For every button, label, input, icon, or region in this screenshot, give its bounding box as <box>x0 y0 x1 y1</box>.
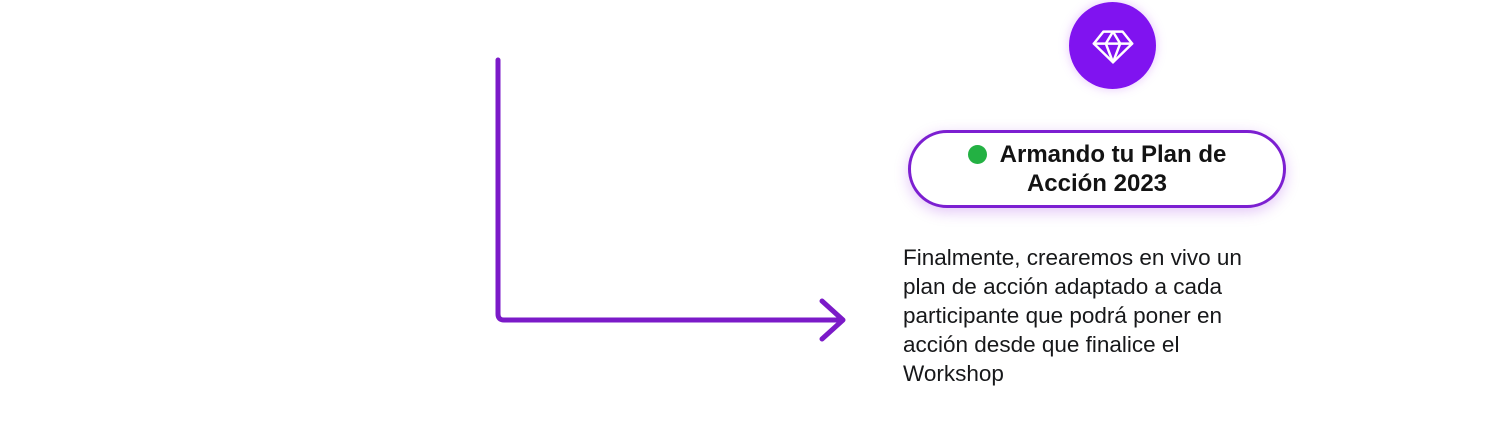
connector-arrow-shaft <box>495 57 844 323</box>
connector-arrow <box>495 57 846 342</box>
status-dot-icon <box>967 145 987 164</box>
milestone-badge-line1: Armando tu Plan de <box>967 140 1227 169</box>
milestone-title-line2: Acción 2023 <box>1026 170 1168 197</box>
gem-icon <box>1092 29 1133 64</box>
connector-arrowhead-icon <box>819 298 846 342</box>
milestone-title-line1: Armando tu Plan de <box>999 141 1227 168</box>
milestone-marker <box>1069 2 1156 89</box>
milestone-description: Finalmente, crearemos en vivo un plan de… <box>903 245 1242 386</box>
milestone-badge[interactable]: Armando tu Plan de Acción 2023 <box>908 130 1286 208</box>
